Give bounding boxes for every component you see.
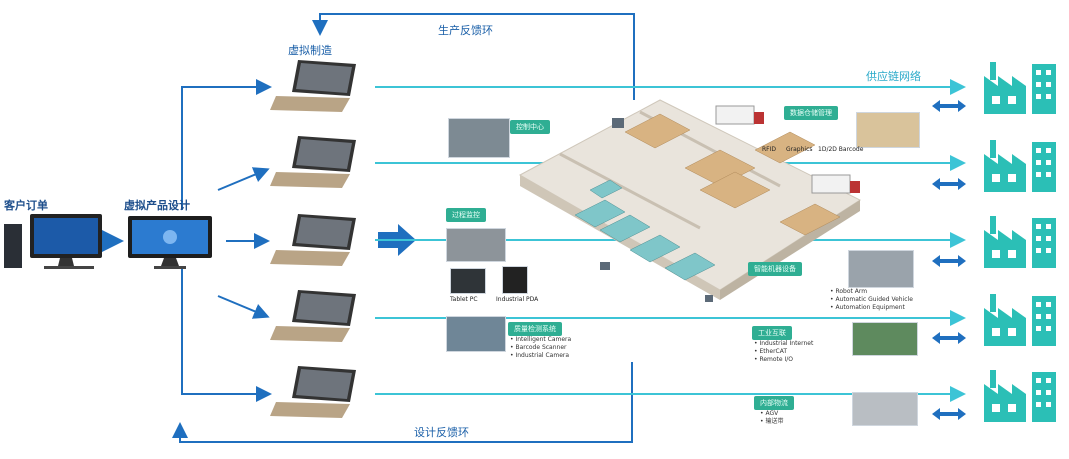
laptop-icon xyxy=(270,214,356,266)
factory-icon xyxy=(984,294,1056,346)
quality-detection-list: • Intelligent Camera • Barcode Scanner •… xyxy=(510,336,572,359)
industrial-pda-label: Industrial PDA xyxy=(496,296,539,303)
design-to-laptop4 xyxy=(217,295,270,319)
laptop-icon xyxy=(270,60,356,112)
factory-icon xyxy=(984,140,1056,192)
industrial-network-list: • Industrial Internet • EtherCAT • Remot… xyxy=(754,340,814,363)
design-to-laptop1 xyxy=(181,79,272,210)
laptop-icon xyxy=(270,136,356,188)
factory-icon xyxy=(984,216,1056,268)
industrial-network-photo xyxy=(852,322,918,356)
production-feedback-label: 生产反馈环 xyxy=(438,24,493,37)
intelligent-equipment-tag: 智能机器设备 xyxy=(748,262,802,276)
desktop-computer-icon xyxy=(4,214,102,269)
process-monitor-tag: 过程监控 xyxy=(446,208,486,222)
quality-detection-tag: 质量检测系统 xyxy=(508,322,562,336)
design-feedback-line xyxy=(172,362,633,443)
industrial-pda-image xyxy=(502,266,528,294)
laptop-icon xyxy=(270,290,356,342)
factory-floor xyxy=(518,99,862,302)
production-feedback-line xyxy=(312,13,635,100)
design-to-laptop5 xyxy=(181,268,272,402)
factory-icon xyxy=(984,370,1056,422)
control-center-tag: 控制中心 xyxy=(510,120,550,134)
process-monitor-photo xyxy=(446,228,506,262)
customer-order-label: 客户订单 xyxy=(4,199,48,212)
internal-logistics-tag: 内部物流 xyxy=(754,396,794,410)
virtual-product-design-label: 虚拟产品设计 xyxy=(124,199,190,212)
graphics-label: Graphics xyxy=(786,146,813,153)
monitor-icon xyxy=(128,216,212,269)
agv-photo xyxy=(852,392,918,426)
double-arrow-icons xyxy=(932,100,966,420)
quality-detection-photo xyxy=(446,316,506,352)
intelligent-equipment-list: • Robot Arm • Automatic Guided Vehicle •… xyxy=(830,288,913,311)
control-center-photo xyxy=(448,118,510,158)
laptop-icon xyxy=(270,366,356,418)
factory-icon xyxy=(984,62,1056,114)
tablet-pc-label: Tablet PC xyxy=(450,296,478,303)
design-feedback-label: 设计反馈环 xyxy=(414,426,469,439)
rfid-label: RFID xyxy=(762,146,777,153)
barcode-label: 1D/2D Barcode xyxy=(818,146,864,153)
warehouse-tag: 数据仓储管理 xyxy=(784,106,838,120)
industrial-network-tag: 工业互联 xyxy=(752,326,792,340)
internal-logistics-list: • AGV • 输送带 xyxy=(760,410,784,425)
supply-chain-network-label: 供应链网络 xyxy=(866,70,921,83)
intelligent-equipment-photo xyxy=(848,250,914,288)
virtual-manufacturing-label: 虚拟制造 xyxy=(288,44,332,57)
truck-icons xyxy=(715,105,860,194)
design-to-laptop2 xyxy=(217,167,270,191)
tablet-pc-image xyxy=(450,268,486,294)
warehouse-photo xyxy=(856,112,920,148)
